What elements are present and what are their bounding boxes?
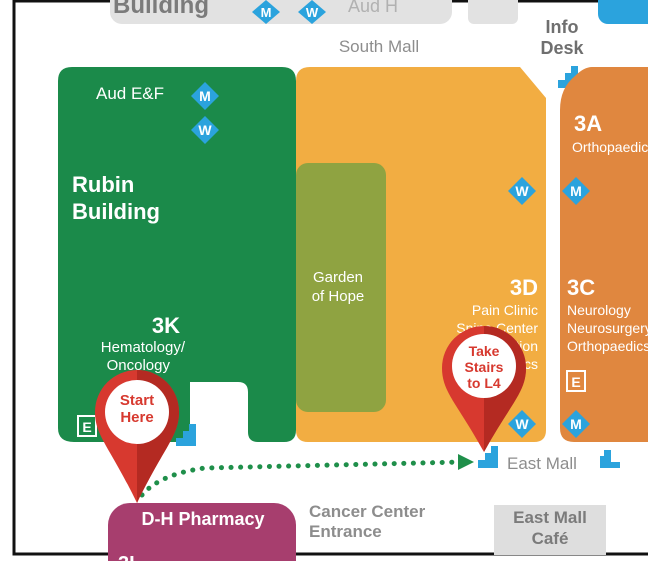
unit-3a-code: 3A — [574, 111, 602, 136]
cafe-line2: Café — [532, 529, 569, 548]
east-mall-label: East Mall — [507, 454, 577, 473]
garden-line2: of Hope — [312, 288, 365, 305]
garden-of-hope — [296, 163, 386, 412]
start-pin-line1: Start — [120, 392, 154, 409]
women-restroom-icon: W — [508, 177, 536, 205]
men-restroom-icon: M — [562, 410, 590, 438]
dh-pharmacy-block — [108, 503, 296, 561]
top-building — [110, 0, 452, 24]
men-restroom-icon: M — [562, 177, 590, 205]
map-pin-icon — [95, 370, 179, 503]
rubin-building — [58, 67, 296, 442]
cancer-center-line1: Cancer Center — [309, 502, 426, 521]
svg-text:M: M — [570, 183, 582, 199]
top-right-blue-block — [598, 0, 648, 24]
elevator-icon: E — [566, 370, 586, 392]
unit-3c-line2: Neurosurgery — [567, 320, 648, 336]
women-restroom-icon: W — [191, 116, 219, 144]
east-mall-cafe-block — [494, 505, 606, 555]
aud-ef-label: Aud E&F — [96, 84, 164, 103]
unit-3a-3c-block — [560, 67, 648, 442]
svg-text:M: M — [261, 5, 272, 20]
svg-text:M: M — [570, 416, 582, 432]
svg-text:E: E — [82, 419, 91, 435]
unit-3d-line1: Pain Clinic — [472, 302, 538, 318]
start-pin-line2: Here — [120, 409, 153, 426]
stairs-icon — [176, 424, 196, 446]
pharmacy-below-code: 3L — [118, 553, 141, 561]
south-mall-label: South Mall — [339, 37, 419, 56]
stairs-pin-line1: Take — [469, 343, 500, 359]
cafe-line1: East Mall — [513, 508, 587, 527]
stairs-pin-line3: to L4 — [467, 375, 501, 391]
women-restroom-icon: W — [298, 0, 326, 24]
rubin-name-line2: Building — [72, 199, 160, 224]
unit-3c-line1: Neurology — [567, 302, 631, 318]
unit-3c-line3: Orthopaedics — [567, 338, 648, 354]
aud-h-label: Aud H — [348, 0, 398, 16]
men-restroom-icon: M — [252, 0, 280, 24]
top-right-gray-block — [468, 0, 518, 24]
route-path — [139, 459, 465, 498]
route-arrow-icon — [458, 454, 474, 470]
unit-3c-code: 3C — [567, 275, 595, 300]
rubin-name-line1: Rubin — [72, 172, 134, 197]
stairs-icon — [600, 450, 620, 468]
info-desk-line1: Info — [546, 17, 579, 37]
women-restroom-icon: W — [508, 410, 536, 438]
cancer-center-line2: Entrance — [309, 522, 382, 541]
svg-text:E: E — [571, 374, 580, 390]
men-restroom-icon: M — [191, 82, 219, 110]
unit-3k-line1: Hematology/ — [101, 339, 186, 356]
garden-line1: Garden — [313, 269, 363, 286]
top-building-label: Building — [113, 0, 209, 19]
map-pin-icon — [442, 326, 526, 452]
stairs-pin-line2: Stairs — [465, 359, 504, 375]
stairs-icon — [478, 446, 498, 468]
unit-3k-code: 3K — [152, 313, 180, 338]
unit-3a-line1: Orthopaedics — [572, 139, 648, 155]
unit-3k-line2: Oncology — [107, 357, 171, 374]
svg-text:W: W — [515, 416, 529, 432]
dh-pharmacy-label: D-H Pharmacy — [141, 509, 264, 529]
svg-text:W: W — [198, 122, 212, 138]
elevator-icon: E — [77, 415, 97, 437]
svg-text:M: M — [199, 88, 211, 104]
svg-text:W: W — [515, 183, 529, 199]
info-desk-line2: Desk — [540, 38, 584, 58]
unit-3d-code: 3D — [510, 275, 538, 300]
svg-text:W: W — [306, 5, 319, 20]
